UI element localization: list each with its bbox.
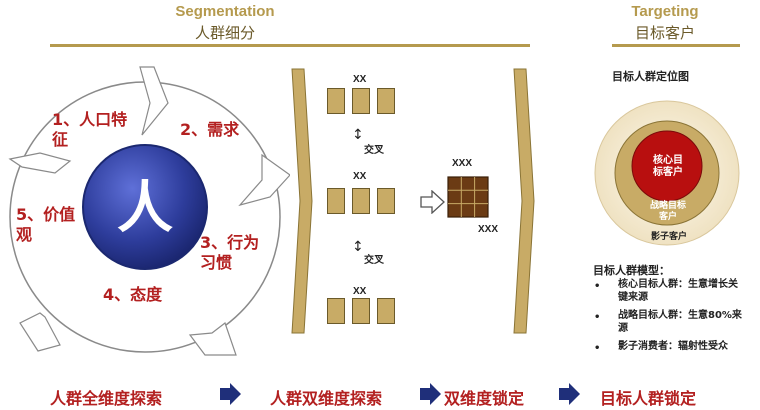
model-item-2: 战略目标人群：生意80%来源 <box>618 310 742 334</box>
targeting-rule <box>612 44 740 47</box>
wheel-step-1: 1、人口特征 <box>52 110 128 149</box>
row1-square <box>377 88 395 114</box>
row1-square <box>327 88 345 114</box>
process-arrow-icon <box>559 383 580 405</box>
row3-label: XX <box>353 286 367 297</box>
wheel-center-circle <box>82 144 208 270</box>
chevron-bar-left <box>291 68 313 334</box>
wheel-step-5: 5、价值观 <box>16 205 76 244</box>
strategic-label: 战略目标客户 <box>650 201 687 222</box>
process-arrow-icon <box>220 383 241 405</box>
row2-label: XX <box>353 171 367 182</box>
row1-label: XX <box>353 74 367 85</box>
model-bullet: • <box>594 312 601 323</box>
segmentation-title-en: Segmentation <box>175 3 275 20</box>
wheel-arrow-2 <box>238 153 290 207</box>
row2-square <box>352 188 370 214</box>
row3-square <box>327 298 345 324</box>
model-bullet: • <box>594 281 601 292</box>
target-map <box>594 100 740 246</box>
grid-label-top: XXX <box>452 158 473 169</box>
process-arrow-icon <box>420 383 441 405</box>
targeting-title-en: Targeting <box>631 3 699 20</box>
cross-arrow-2: ↕ <box>352 239 364 255</box>
wheel-arrow-4 <box>19 312 61 352</box>
model-item-3: 影子消费者：辐射性受众 <box>618 341 728 352</box>
target-map-title: 目标人群定位图 <box>612 70 689 83</box>
stage-3: 双维度锁定 <box>444 389 525 408</box>
crossed-grid <box>447 176 489 218</box>
stage-2: 人群双维度探索 <box>270 389 383 408</box>
wheel-center-char: 人 <box>117 175 173 241</box>
chevron-bar-right <box>513 68 535 334</box>
segmentation-wheel: 人 <box>8 66 290 356</box>
wheel-step-4: 4、态度 <box>103 285 163 304</box>
model-item-1: 核心目标人群：生意增长关键来源 <box>618 279 738 303</box>
row1-square <box>352 88 370 114</box>
targeting-title-cn: 目标客户 <box>634 24 695 42</box>
wheel-arrow-3 <box>188 322 237 356</box>
model-title: 目标人群模型： <box>593 264 670 277</box>
grid-label-bottom: XXX <box>478 224 499 235</box>
hollow-arrow-icon <box>420 190 445 214</box>
core-circle <box>631 130 703 202</box>
core-label: 核心目标客户 <box>653 155 683 178</box>
stage-4: 目标人群锁定 <box>600 389 697 408</box>
row3-square <box>377 298 395 324</box>
model-bullet: • <box>594 343 601 354</box>
cross-label-2: 交叉 <box>364 255 384 266</box>
wheel-arrow-5 <box>8 152 72 174</box>
row2-square <box>377 188 395 214</box>
row2-square <box>327 188 345 214</box>
shadow-label: 影子客户 <box>650 232 687 242</box>
cross-arrow-1: ↕ <box>352 127 364 143</box>
stage-1: 人群全维度探索 <box>50 389 163 408</box>
cross-label-1: 交叉 <box>364 145 384 156</box>
segmentation-title-cn: 人群细分 <box>194 24 255 42</box>
wheel-step-3: 3、行为习惯 <box>200 233 260 272</box>
segmentation-rule <box>50 44 530 47</box>
wheel-arrow-1 <box>139 66 169 136</box>
row3-square <box>352 298 370 324</box>
wheel-step-2: 2、需求 <box>180 120 240 139</box>
